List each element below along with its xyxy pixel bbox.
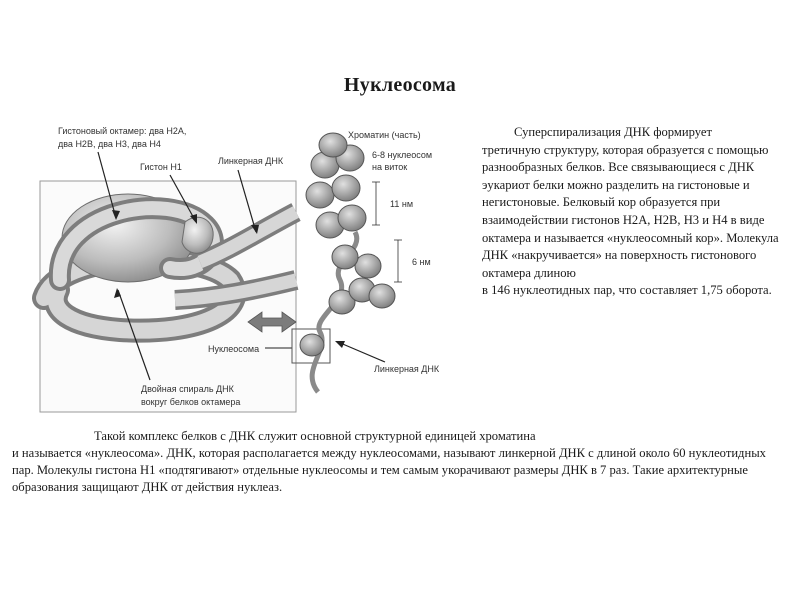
label-6nm: 6 нм (412, 257, 431, 267)
label-octamer-line1: Гистоновый октамер: два Н2А, (58, 126, 186, 136)
bottom-paragraph-body: и называется «нуклеосома». ДНК, которая … (12, 445, 782, 496)
label-nucleosome: Нуклеосома (208, 344, 259, 354)
label-double-helix-line2: вокруг белков октамера (141, 397, 240, 407)
histone-h1-shape (182, 217, 213, 253)
bottom-paragraph: Такой комплекс белков с ДНК служит основ… (82, 428, 782, 496)
label-per-turn-line2: на виток (372, 162, 407, 172)
label-linker-dna-top: Линкерная ДНК (218, 156, 284, 166)
label-double-helix-line1: Двойная спираль ДНК (141, 384, 235, 394)
right-paragraph: Суперспирализация ДНК формирует третичну… (482, 124, 782, 300)
pointer-linker-bottom (338, 342, 385, 362)
label-chromatin: Хроматин (часть) (348, 130, 421, 140)
label-linker-dna-bottom: Линкерная ДНК (374, 364, 440, 374)
right-paragraph-body: третичную структуру, которая образуется … (482, 142, 782, 283)
label-octamer-line2: два Н2В, два Н3, два Н4 (58, 139, 161, 149)
right-paragraph-last: в 146 нуклеотидных пар, что составляет 1… (482, 282, 782, 300)
right-paragraph-first-line: Суперспирализация ДНК формирует (482, 124, 782, 142)
label-per-turn-line1: 6-8 нуклеосом (372, 150, 432, 160)
label-histone-h1: Гистон Н1 (140, 162, 182, 172)
label-11nm: 11 нм (390, 199, 413, 209)
pointer-linker-bottom-head (335, 341, 345, 348)
bottom-paragraph-first-line: Такой комплекс белков с ДНК служит основ… (82, 428, 782, 445)
